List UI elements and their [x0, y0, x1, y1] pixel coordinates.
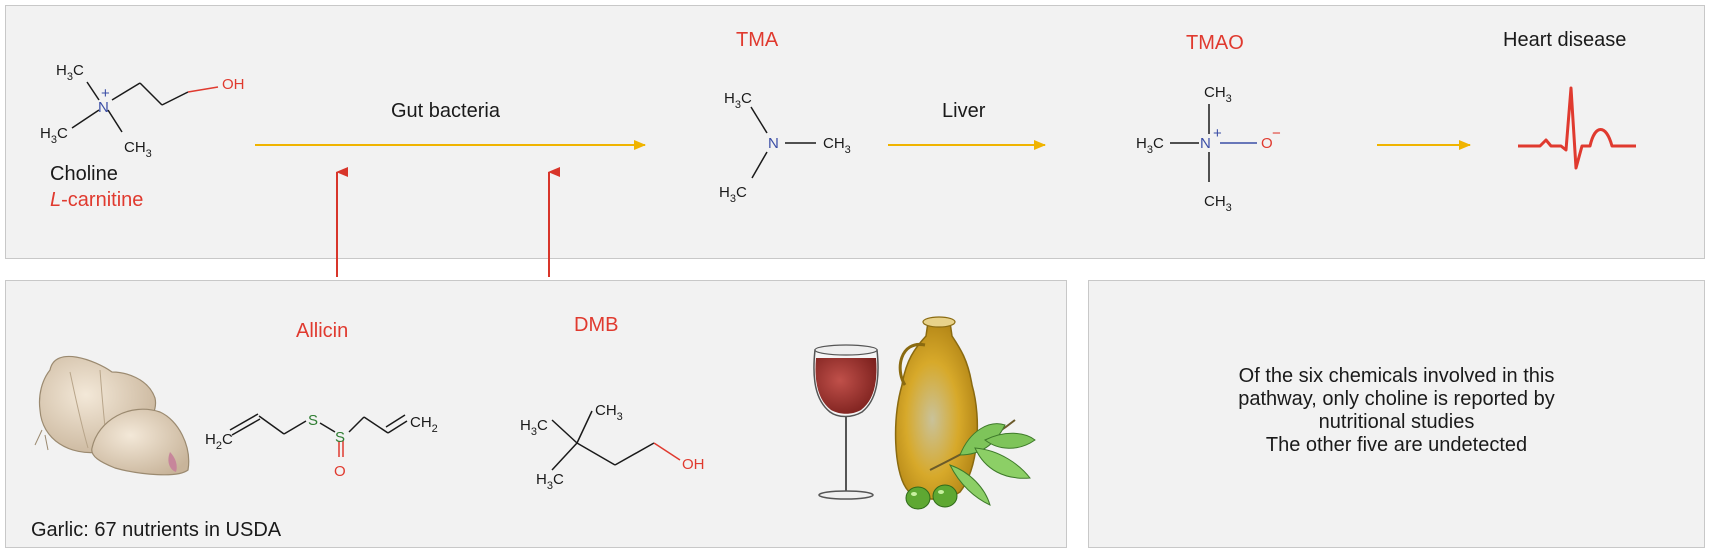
heart-disease-label: Heart disease [1503, 29, 1627, 51]
liver-label: Liver [942, 100, 986, 122]
allicin-title: Allicin [296, 320, 349, 342]
svg-text:H3C: H3C [724, 90, 752, 111]
garlic-icon [34, 355, 190, 476]
svg-text:H3C: H3C [536, 471, 564, 492]
note-panel [1088, 280, 1705, 548]
olive-oil-icon [894, 316, 1036, 510]
tma-title: TMA [736, 29, 779, 51]
svg-text:CH3: CH3 [823, 135, 851, 156]
tmao-oxygen: O [1261, 135, 1273, 152]
note-line: Of the six chemicals involved in this [1238, 365, 1555, 387]
allicin-sulfur-2: S [335, 429, 345, 446]
carnitine-label: L-carnitine [50, 189, 144, 211]
tmao-nitrogen: N [1200, 135, 1211, 152]
choline-structure: H3C H3C N + CH3 OH [40, 62, 245, 160]
tma-structure: H3C N CH3 H3C [719, 90, 851, 205]
svg-text:H3C: H3C [719, 184, 747, 205]
svg-text:H3C: H3C [1136, 135, 1164, 156]
svg-text:+: + [1213, 125, 1222, 142]
inhibitor-panel [5, 280, 1067, 548]
tmao-structure: CH3 H3C N + O − CH3 [1136, 84, 1281, 214]
note-line: pathway, only choline is reported by [1238, 388, 1555, 410]
svg-text:H2C: H2C [205, 431, 233, 452]
allicin-structure: H2C S S O CH2 [205, 412, 438, 480]
svg-text:H3C: H3C [40, 125, 68, 146]
choline-nitrogen: N [98, 99, 109, 116]
tmao-title: TMAO [1186, 32, 1244, 54]
dmb-title: DMB [574, 314, 619, 336]
wine-glass-icon [813, 344, 879, 500]
note-line: The other five are undetected [1265, 434, 1528, 456]
dmb-oh: OH [682, 456, 705, 473]
svg-text:H3C: H3C [56, 62, 84, 83]
svg-text:H3C: H3C [520, 417, 548, 438]
svg-text:CH2: CH2 [410, 414, 438, 435]
svg-text:CH3: CH3 [1204, 193, 1232, 214]
allicin-sulfur-1: S [308, 412, 318, 429]
svg-text:CH3: CH3 [124, 139, 152, 160]
svg-text:−: − [1272, 125, 1281, 142]
choline-oh: OH [222, 76, 245, 93]
choline-h3c-top: H [56, 62, 67, 79]
gut-bacteria-label: Gut bacteria [391, 100, 500, 122]
note-line: nutritional studies [1318, 411, 1475, 433]
svg-text:CH3: CH3 [1204, 84, 1232, 105]
tma-nitrogen: N [768, 135, 779, 152]
svg-text:CH3: CH3 [595, 402, 623, 423]
nutrition-note: Of the six chemicals involved in this pa… [1100, 365, 1693, 457]
allicin-oxygen: O [334, 463, 346, 480]
ecg-trace-icon [1518, 86, 1636, 170]
svg-text:+: + [101, 85, 110, 102]
garlic-caption: Garlic: 67 nutrients in USDA [31, 519, 282, 541]
choline-label: Choline [50, 163, 118, 185]
dmb-structure: H3C CH3 H3C OH [520, 402, 705, 492]
pathway-panel [5, 5, 1705, 259]
